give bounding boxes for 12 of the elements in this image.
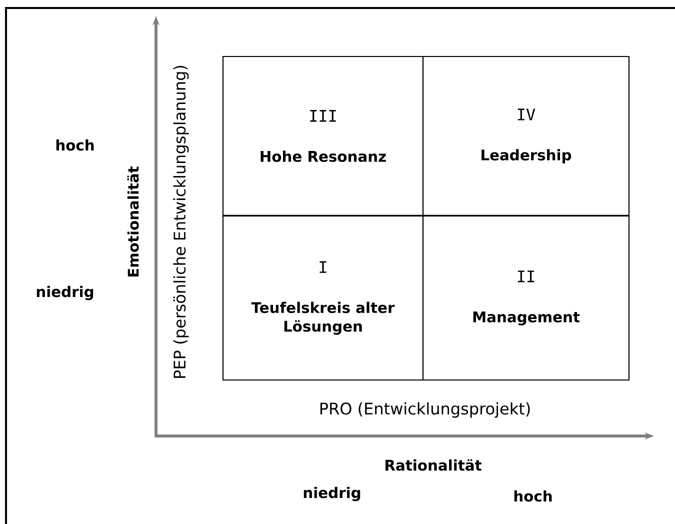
axis-level-label: hoch [514,490,552,502]
quadrant-box: IV Leadership [422,56,630,216]
axis-level-label: hoch [56,139,94,151]
quadrant-box: II Management [422,215,630,381]
axis-subtitle: PRO (Entwicklungsprojekt) [320,402,530,418]
axis-level-label: niedrig [304,486,360,502]
axis-title: Emotionalität [127,166,139,277]
quadrant-box: III Hohe Resonanz [222,56,424,216]
quadrant-box: I Teufelskreis alter Lösungen [222,215,424,381]
axis-title: Rationalität [386,459,482,471]
axis-subtitle: PEP (persönliche Entwicklungsplanung) [173,66,189,378]
axis-level-label: niedrig [36,286,94,300]
